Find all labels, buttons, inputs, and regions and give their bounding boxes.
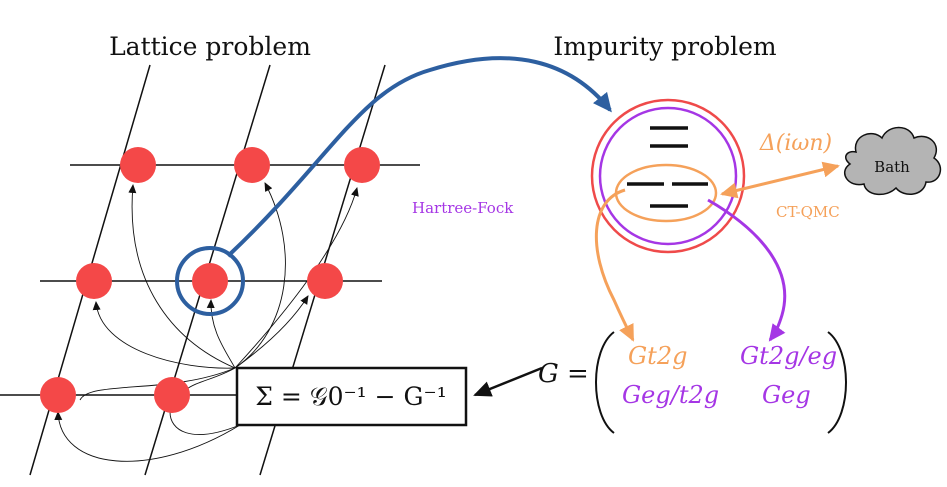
- mapping-arrow: [226, 56, 612, 258]
- lattice-site: [40, 377, 76, 413]
- hybridization-arrow: [720, 161, 840, 199]
- hopping-arrow: [79, 367, 236, 401]
- dyson-arrow: [473, 366, 543, 397]
- greens-function-matrix: G = Gt2g Gt2g/eg Geg/t2g Geg: [538, 331, 847, 434]
- g-t2g: Gt2g: [628, 342, 687, 370]
- t2g-arrow: [594, 188, 635, 342]
- hopping-arrow: [234, 295, 309, 369]
- lattice-site: [307, 263, 343, 299]
- right-paren: [827, 331, 847, 434]
- energy-levels: [627, 126, 708, 208]
- lattice-title: Lattice problem: [109, 32, 311, 61]
- lattice-site: [344, 147, 380, 183]
- g-t2g-eg: Gt2g/eg: [740, 342, 837, 370]
- lattice-sites: [40, 147, 380, 413]
- bath-cloud: Bath: [844, 126, 942, 196]
- ct-qmc-label: CT-QMC: [776, 203, 840, 221]
- greens-lhs: G =: [538, 359, 589, 389]
- self-energy-equation: Σ = 𝒢0⁻¹ − G⁻¹: [255, 382, 446, 411]
- ct-qmc-ellipse: [614, 163, 718, 223]
- g-eg-t2g: Geg/t2g: [622, 381, 719, 409]
- bath-label: Bath: [874, 158, 910, 176]
- lattice-site: [76, 263, 112, 299]
- hybridization-text: Δ(iωn): [759, 131, 832, 156]
- self-energy-box: [235, 366, 468, 427]
- bath-icon: [844, 126, 942, 196]
- hopping-arrow: [234, 187, 359, 369]
- left-paren: [595, 331, 615, 434]
- lattice-site: [234, 147, 270, 183]
- g-eg: Geg: [762, 381, 811, 409]
- hartree-fock-label: Hartree-Fock: [412, 199, 514, 217]
- hopping-arrow: [206, 299, 236, 369]
- hybridization-label: Δ(iωn): [759, 131, 832, 156]
- hopping-arrow: [54, 411, 241, 462]
- hopping-arrow: [128, 184, 236, 369]
- lattice-site: [120, 147, 156, 183]
- impurity-outer-circle: [590, 98, 746, 254]
- lattice-site: [154, 377, 190, 413]
- lattice-site: [192, 263, 228, 299]
- eg-arrow: [707, 198, 787, 342]
- hopping-arrow: [169, 411, 241, 435]
- selected-site-highlight: [175, 246, 245, 316]
- impurity-title: Impurity problem: [553, 32, 777, 61]
- hopping-arrow: [92, 301, 236, 369]
